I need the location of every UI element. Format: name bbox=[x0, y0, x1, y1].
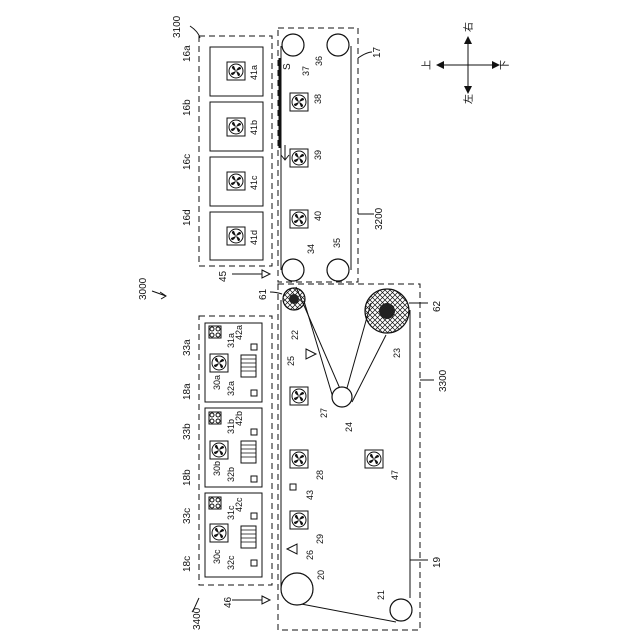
fan-47 bbox=[365, 450, 383, 468]
fan-27 bbox=[290, 387, 308, 405]
label-3300: 3300 bbox=[438, 369, 449, 392]
label-41d: 41d bbox=[249, 230, 259, 245]
roller-20 bbox=[281, 573, 313, 605]
sensor-43 bbox=[290, 484, 296, 490]
label-30b: 30b bbox=[212, 461, 222, 476]
label-32b: 32b bbox=[226, 467, 236, 482]
label-43: 43 bbox=[305, 490, 315, 500]
label-34: 34 bbox=[306, 244, 316, 254]
fan-28 bbox=[290, 450, 308, 468]
compass-down-label: 下 bbox=[500, 60, 511, 70]
label-36: 36 bbox=[314, 56, 324, 66]
label-29: 29 bbox=[315, 534, 325, 544]
label-42a: 42a bbox=[234, 325, 244, 340]
roller-36 bbox=[327, 34, 349, 56]
label-30c: 30c bbox=[212, 549, 222, 564]
compass-left-label: 左 bbox=[462, 94, 475, 104]
arrow-26-icon bbox=[287, 544, 297, 554]
direction-compass bbox=[436, 36, 500, 94]
pointer-3000-icon bbox=[152, 291, 166, 299]
label-18a: 18a bbox=[182, 383, 193, 400]
fan-39 bbox=[290, 149, 308, 167]
flow-arrow-46-icon bbox=[232, 596, 270, 604]
roller-61-core bbox=[289, 294, 299, 304]
label-41c: 41c bbox=[249, 175, 259, 190]
label-22: 22 bbox=[290, 330, 300, 340]
fan-pair-33a bbox=[209, 326, 221, 338]
label-38: 38 bbox=[313, 94, 323, 104]
label-21: 21 bbox=[376, 590, 386, 600]
label-3200: 3200 bbox=[374, 207, 385, 230]
fan-29 bbox=[290, 511, 308, 529]
fan-pair-33b bbox=[209, 412, 221, 424]
roller-24 bbox=[332, 387, 352, 407]
label-23: 23 bbox=[392, 348, 402, 358]
label-25: 25 bbox=[286, 356, 296, 366]
compass-right-label: 右 bbox=[462, 22, 475, 32]
label-28: 28 bbox=[315, 470, 325, 480]
label-35: 35 bbox=[332, 238, 342, 248]
label-16b: 16b bbox=[182, 99, 193, 116]
label-3100: 3100 bbox=[172, 15, 183, 38]
label-32c: 32c bbox=[226, 555, 236, 570]
label-19: 19 bbox=[432, 556, 443, 568]
label-18b: 18b bbox=[182, 469, 193, 486]
roller-35 bbox=[327, 259, 349, 281]
label-61: 61 bbox=[258, 288, 269, 300]
label-33a: 33a bbox=[182, 339, 193, 356]
fan-40 bbox=[290, 210, 308, 228]
label-33c: 33c bbox=[182, 508, 193, 524]
label-27: 27 bbox=[319, 408, 329, 418]
label-30a: 30a bbox=[212, 375, 222, 390]
label-s: S bbox=[282, 63, 293, 70]
fan-38 bbox=[290, 93, 308, 111]
fan-pair-33c bbox=[209, 497, 221, 509]
label-20: 20 bbox=[316, 570, 326, 580]
label-33b: 33b bbox=[182, 423, 193, 440]
label-16c: 16c bbox=[182, 154, 193, 170]
arrow-25-icon bbox=[306, 349, 316, 359]
label-37: 37 bbox=[301, 66, 311, 76]
transport-arrow-icon bbox=[281, 145, 289, 160]
label-42c: 42c bbox=[234, 497, 244, 512]
label-32a: 32a bbox=[226, 381, 236, 396]
flow-arrow-45-icon bbox=[232, 270, 270, 278]
label-24: 24 bbox=[344, 422, 354, 432]
label-40: 40 bbox=[313, 211, 323, 221]
label-47: 47 bbox=[390, 470, 400, 480]
label-39: 39 bbox=[313, 150, 323, 160]
label-3000: 3000 bbox=[138, 277, 149, 300]
label-17: 17 bbox=[372, 46, 383, 58]
label-41a: 41a bbox=[249, 65, 259, 80]
compass-up-label: 上 bbox=[421, 60, 433, 70]
label-3400: 3400 bbox=[192, 607, 203, 630]
label-45: 45 bbox=[218, 270, 229, 282]
roller-21 bbox=[390, 599, 412, 621]
label-16d: 16d bbox=[182, 209, 193, 226]
label-26: 26 bbox=[305, 550, 315, 560]
roller-37 bbox=[282, 34, 304, 56]
label-16a: 16a bbox=[182, 45, 193, 62]
roller-34 bbox=[282, 259, 304, 281]
label-18c: 18c bbox=[182, 556, 193, 572]
roller-62-core bbox=[379, 303, 395, 319]
label-46: 46 bbox=[223, 596, 234, 608]
label-42b: 42b bbox=[234, 411, 244, 426]
label-62: 62 bbox=[432, 300, 443, 312]
label-41b: 41b bbox=[249, 120, 259, 135]
